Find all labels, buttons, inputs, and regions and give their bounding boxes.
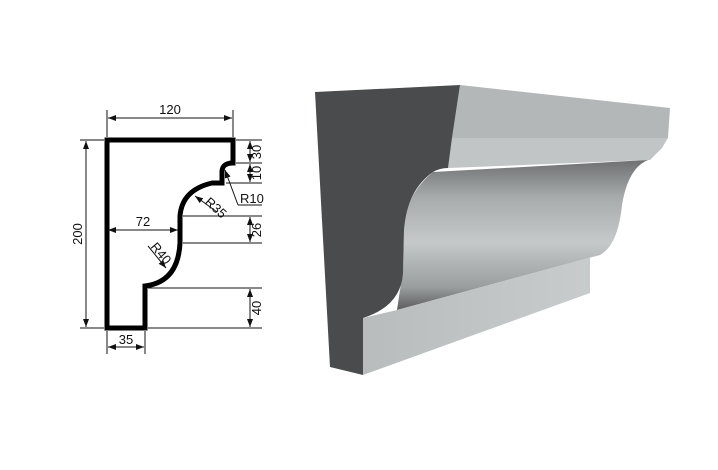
cornice-3d-render xyxy=(315,85,670,375)
cove-face xyxy=(397,160,648,310)
bottom-band-label: 40 xyxy=(249,301,264,315)
width-label: 120 xyxy=(159,102,181,117)
straight-label: 26 xyxy=(249,223,264,237)
fillet-label: 10 xyxy=(249,166,264,180)
lower-band-face xyxy=(363,255,600,375)
height-label: 200 xyxy=(70,223,85,245)
extension-lines xyxy=(80,110,262,354)
base-label: 35 xyxy=(119,332,133,347)
radius-r10-label: R10 xyxy=(240,191,264,206)
radius-r35-label: R35 xyxy=(202,194,230,221)
fillet-face xyxy=(448,138,668,168)
dimension-lines xyxy=(83,115,262,350)
end-face xyxy=(315,85,460,375)
radius-r40-label: R40 xyxy=(148,239,175,267)
top-band-label: 30 xyxy=(249,145,264,159)
profile-outline xyxy=(104,137,236,331)
projection-label: 72 xyxy=(136,214,150,229)
top-face xyxy=(452,85,670,138)
